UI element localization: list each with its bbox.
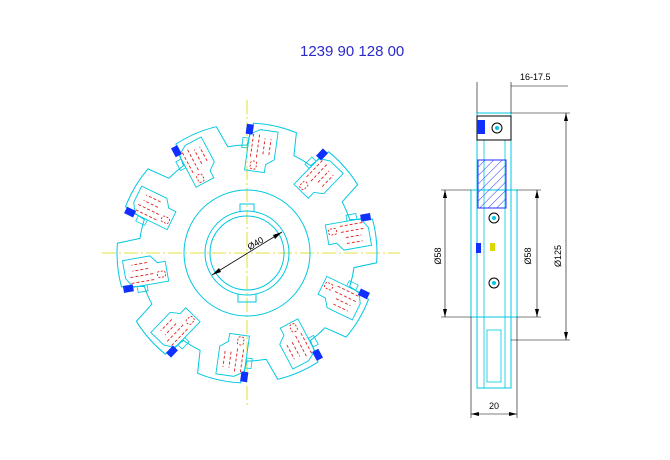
side-lower-slot [486,329,502,383]
screw-head [236,336,245,346]
hidden-screw-lines [286,332,313,360]
dim-20-arrow-right [509,412,517,416]
carbide-insert [360,213,372,222]
outer-diameter-label: Ø125 [553,245,563,267]
side-screw-low [488,277,500,289]
hidden-screw-lines [129,262,155,285]
pocket-outline [150,307,201,349]
carbide-insert [245,123,254,135]
side-screw-top-center [495,126,499,130]
dim-58-left-arrow-top [443,190,447,198]
dim-58-left-arrow-bot [443,309,447,317]
side-hub [470,189,518,318]
dim-125-arrow-bot [564,332,568,340]
hidden-screw-lines [306,159,334,187]
insert-range-label: 16-17.5 [520,72,551,82]
shoulder-right-label: Ø58 [523,247,533,264]
wedge [136,284,149,293]
side-screw-mid [488,212,500,224]
insert-pocket [279,318,323,370]
hidden-screw-lines [160,319,188,347]
wedge [346,280,359,291]
wedge [241,136,250,149]
screw-head [156,270,166,278]
pocket-outline [317,275,361,321]
bore-diameter-label: Ø40 [246,235,266,252]
side-insert-mid-b [490,243,495,251]
carbide-insert [165,345,178,358]
keyway-top [239,203,255,212]
dim-58-right-arrow-bot [535,309,539,317]
carbide-insert [171,145,182,158]
side-screw-top [491,122,503,134]
bore-dimension-line [211,231,283,276]
side-screw-mid-center [492,216,496,220]
insert-pockets [121,123,373,383]
screw-head [299,180,309,191]
carbide-insert [240,371,249,383]
hidden-screw-lines [333,285,360,312]
pocket-outline [293,157,344,199]
dim-20-arrow-left [471,412,479,416]
pocket-outline [215,332,250,377]
bore-arrow-end [273,232,282,239]
screw-head [328,228,338,236]
wedge [244,357,253,370]
carbide-insert [316,148,329,161]
side-insert-mid [476,243,481,253]
screw-head [185,315,195,326]
width-label: 20 [489,401,499,411]
pocket-outline [133,185,177,231]
insert-pocket [324,213,373,251]
hidden-screw-lines [134,194,161,221]
insert-pocket [293,148,344,199]
carbide-insert [122,284,134,293]
wedge [135,215,148,226]
keyway-bottom [237,294,257,303]
insert-pocket [215,332,253,383]
wedge [307,334,319,348]
wedge [175,158,187,172]
insert-pocket [121,255,170,293]
carbide-insert [357,288,370,300]
side-insert-tip [477,120,485,134]
side-view: 16-17.5 Ø58 Ø58 Ø125 20 [433,72,570,418]
hidden-screw-lines [339,221,365,244]
insert-pocket [124,185,177,231]
insert-pocket [171,136,215,188]
screw-head [289,323,298,333]
insert-pocket [150,307,201,358]
part-number: 1239 90 128 00 [300,43,405,60]
carbide-insert [312,348,323,361]
hidden-screw-lines [181,146,208,174]
cutter-outer-profile [116,122,378,384]
front-view: Ø40 [102,100,400,405]
pocket-outline [244,129,279,174]
bore-inner-circle [209,215,285,291]
dim-58-right-arrow-top [535,190,539,198]
side-screw-low-center [492,281,496,285]
bore-arrow-start [212,268,221,275]
wedge [177,336,190,350]
screw-head [249,160,258,170]
carbide-insert [124,206,137,218]
hidden-screw-lines [222,348,244,374]
shoulder-left-label: Ø58 [433,247,443,264]
insert-pocket [241,123,279,174]
hidden-screw-lines [250,132,272,158]
dim-125-arrow-top [564,113,568,121]
insert-pocket [317,275,370,321]
wedge [345,213,358,222]
side-hatched-section [477,159,507,209]
screw-head [160,215,170,225]
screw-head [196,173,205,183]
wedge [304,156,317,170]
screw-head [324,281,334,291]
hub-circle [183,189,311,317]
bore-circle [204,210,290,296]
